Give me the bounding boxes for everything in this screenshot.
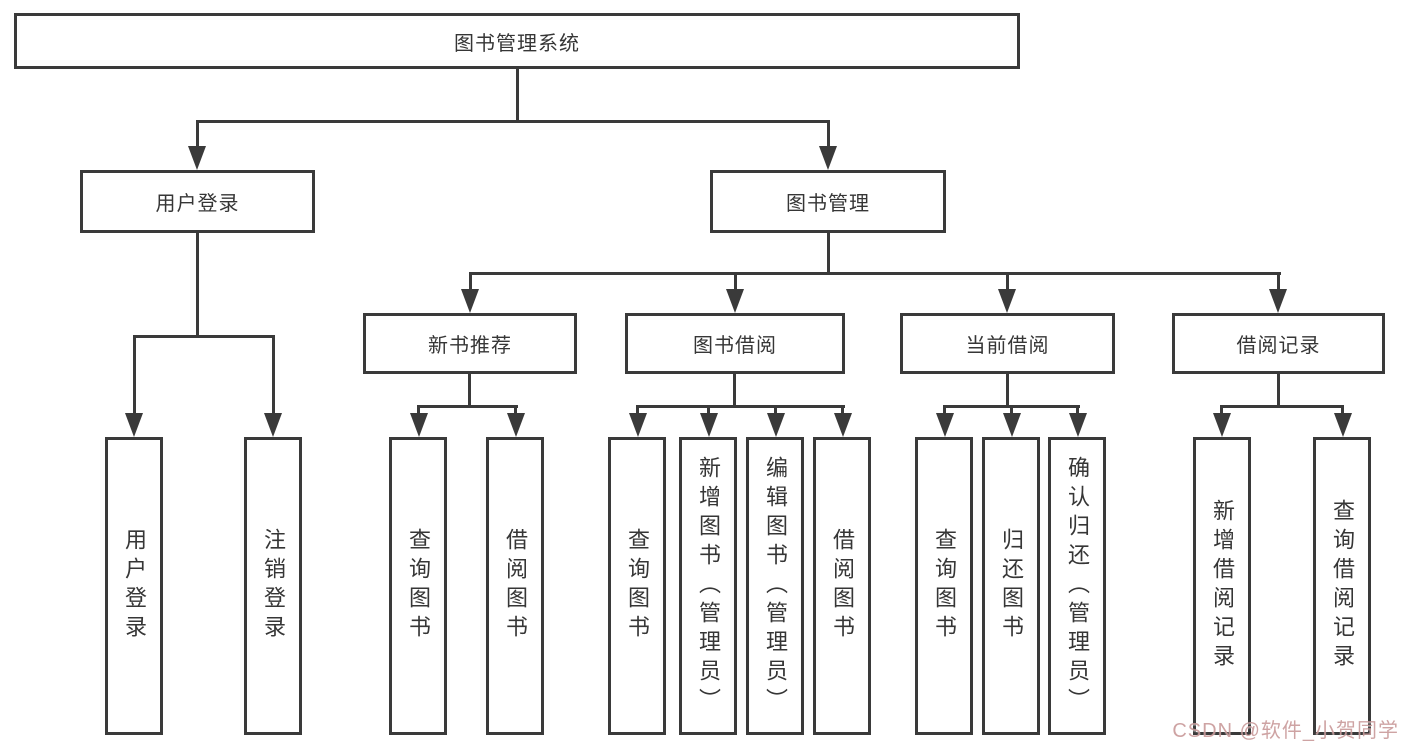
connector-bb-stem bbox=[733, 374, 736, 405]
leaf-label: 新增借阅记录 bbox=[1210, 499, 1235, 673]
connector-drop-leaf bbox=[514, 405, 517, 415]
leaf-label: 借阅图书 bbox=[830, 528, 855, 644]
node-root-label: 图书管理系统 bbox=[454, 32, 580, 55]
connector-br-stem bbox=[1277, 374, 1280, 405]
connector-drop-leaf bbox=[636, 405, 639, 415]
arrow-down-icon bbox=[819, 146, 837, 170]
arrow-down-icon bbox=[264, 413, 282, 437]
connector-nbr-spine bbox=[417, 405, 518, 408]
node-book-management: 图书管理 bbox=[710, 170, 946, 233]
arrow-down-icon bbox=[998, 289, 1016, 313]
connector-drop-leaf bbox=[417, 405, 420, 415]
leaf-label: 查询借阅记录 bbox=[1330, 499, 1355, 673]
connector-user-login-stem bbox=[196, 233, 199, 335]
node-user-login-label: 用户登录 bbox=[155, 193, 240, 215]
node-current-borrowing-label: 当前借阅 bbox=[965, 335, 1050, 357]
leaf-label: 查询图书 bbox=[625, 528, 650, 644]
connector-cb-stem bbox=[1006, 374, 1009, 405]
connector-drop-level3 bbox=[469, 272, 472, 291]
leaf-label: 用户登录 bbox=[122, 528, 147, 644]
arrow-down-icon bbox=[1213, 413, 1231, 437]
node-leaf-bb-add-books: 新增图书（管理员） bbox=[679, 437, 737, 735]
connector-drop-leaf bbox=[133, 335, 136, 415]
connector-book-management-stem bbox=[827, 233, 830, 272]
node-leaf-bb-search-books: 查询图书 bbox=[608, 437, 666, 735]
arrow-down-icon bbox=[410, 413, 428, 437]
connector-drop-level3 bbox=[734, 272, 737, 291]
node-book-management-label: 图书管理 bbox=[786, 193, 870, 215]
arrow-down-icon bbox=[1269, 289, 1287, 313]
connector-drop-book-management bbox=[827, 120, 830, 148]
leaf-label: 查询图书 bbox=[932, 528, 957, 644]
node-new-book-recommend-label: 新书推荐 bbox=[428, 335, 512, 357]
arrow-down-icon bbox=[629, 413, 647, 437]
connector-nbr-stem bbox=[468, 374, 471, 405]
connector-drop-leaf bbox=[1076, 405, 1079, 415]
connector-drop-level3 bbox=[1006, 272, 1009, 291]
node-user-login: 用户登录 bbox=[80, 170, 315, 233]
connector-drop-leaf bbox=[841, 405, 844, 415]
connector-drop-leaf bbox=[1220, 405, 1223, 415]
arrow-down-icon bbox=[1069, 413, 1087, 437]
node-current-borrowing: 当前借阅 bbox=[900, 313, 1115, 374]
arrow-down-icon bbox=[834, 413, 852, 437]
connector-root-spine bbox=[196, 120, 830, 123]
connector-drop-leaf bbox=[943, 405, 946, 415]
connector-drop-leaf bbox=[1010, 405, 1013, 415]
arrow-down-icon bbox=[188, 146, 206, 170]
leaf-label: 编辑图书（管理员） bbox=[763, 455, 788, 717]
node-root: 图书管理系统 bbox=[14, 13, 1020, 69]
connector-drop-level3 bbox=[1277, 272, 1280, 291]
leaf-label: 确认归还（管理员） bbox=[1065, 455, 1090, 717]
node-leaf-br-search-record: 查询借阅记录 bbox=[1313, 437, 1371, 735]
arrow-down-icon bbox=[1334, 413, 1352, 437]
arrow-down-icon bbox=[726, 289, 744, 313]
node-leaf-user-login: 用户登录 bbox=[105, 437, 163, 735]
node-borrowing-records-label: 借阅记录 bbox=[1236, 335, 1321, 357]
connector-drop-user-login bbox=[196, 120, 199, 148]
node-leaf-logout: 注销登录 bbox=[244, 437, 302, 735]
connector-drop-leaf bbox=[272, 335, 275, 415]
watermark: CSDN @软件_小贺同学 bbox=[1172, 720, 1399, 742]
arrow-down-icon bbox=[700, 413, 718, 437]
leaf-label: 注销登录 bbox=[261, 528, 286, 644]
node-leaf-nbr-borrow-books: 借阅图书 bbox=[486, 437, 544, 735]
leaf-label: 新增图书（管理员） bbox=[696, 455, 721, 717]
arrow-down-icon bbox=[1003, 413, 1021, 437]
arrow-down-icon bbox=[936, 413, 954, 437]
arrow-down-icon bbox=[125, 413, 143, 437]
node-leaf-cb-search-books: 查询图书 bbox=[915, 437, 973, 735]
connector-book-management-spine bbox=[469, 272, 1281, 275]
connector-bb-spine bbox=[636, 405, 845, 408]
node-leaf-bb-borrow-books: 借阅图书 bbox=[813, 437, 871, 735]
connector-drop-leaf bbox=[774, 405, 777, 415]
node-new-book-recommend: 新书推荐 bbox=[363, 313, 577, 374]
node-book-borrowing-label: 图书借阅 bbox=[693, 335, 777, 357]
node-borrowing-records: 借阅记录 bbox=[1172, 313, 1385, 374]
connector-user-login-spine bbox=[133, 335, 275, 338]
connector-drop-leaf bbox=[707, 405, 710, 415]
node-book-borrowing: 图书借阅 bbox=[625, 313, 845, 374]
arrow-down-icon bbox=[461, 289, 479, 313]
node-leaf-br-add-record: 新增借阅记录 bbox=[1193, 437, 1251, 735]
node-leaf-cb-return-books: 归还图书 bbox=[982, 437, 1040, 735]
node-leaf-cb-confirm-return: 确认归还（管理员） bbox=[1048, 437, 1106, 735]
node-leaf-nbr-search-books: 查询图书 bbox=[389, 437, 447, 735]
leaf-label: 查询图书 bbox=[406, 528, 431, 644]
leaf-label: 借阅图书 bbox=[503, 528, 528, 644]
connector-drop-leaf bbox=[1341, 405, 1344, 415]
arrow-down-icon bbox=[507, 413, 525, 437]
connector-br-spine bbox=[1220, 405, 1344, 408]
connector-root-stem bbox=[516, 69, 519, 120]
leaf-label: 归还图书 bbox=[999, 528, 1024, 644]
node-leaf-bb-edit-books: 编辑图书（管理员） bbox=[746, 437, 804, 735]
arrow-down-icon bbox=[767, 413, 785, 437]
